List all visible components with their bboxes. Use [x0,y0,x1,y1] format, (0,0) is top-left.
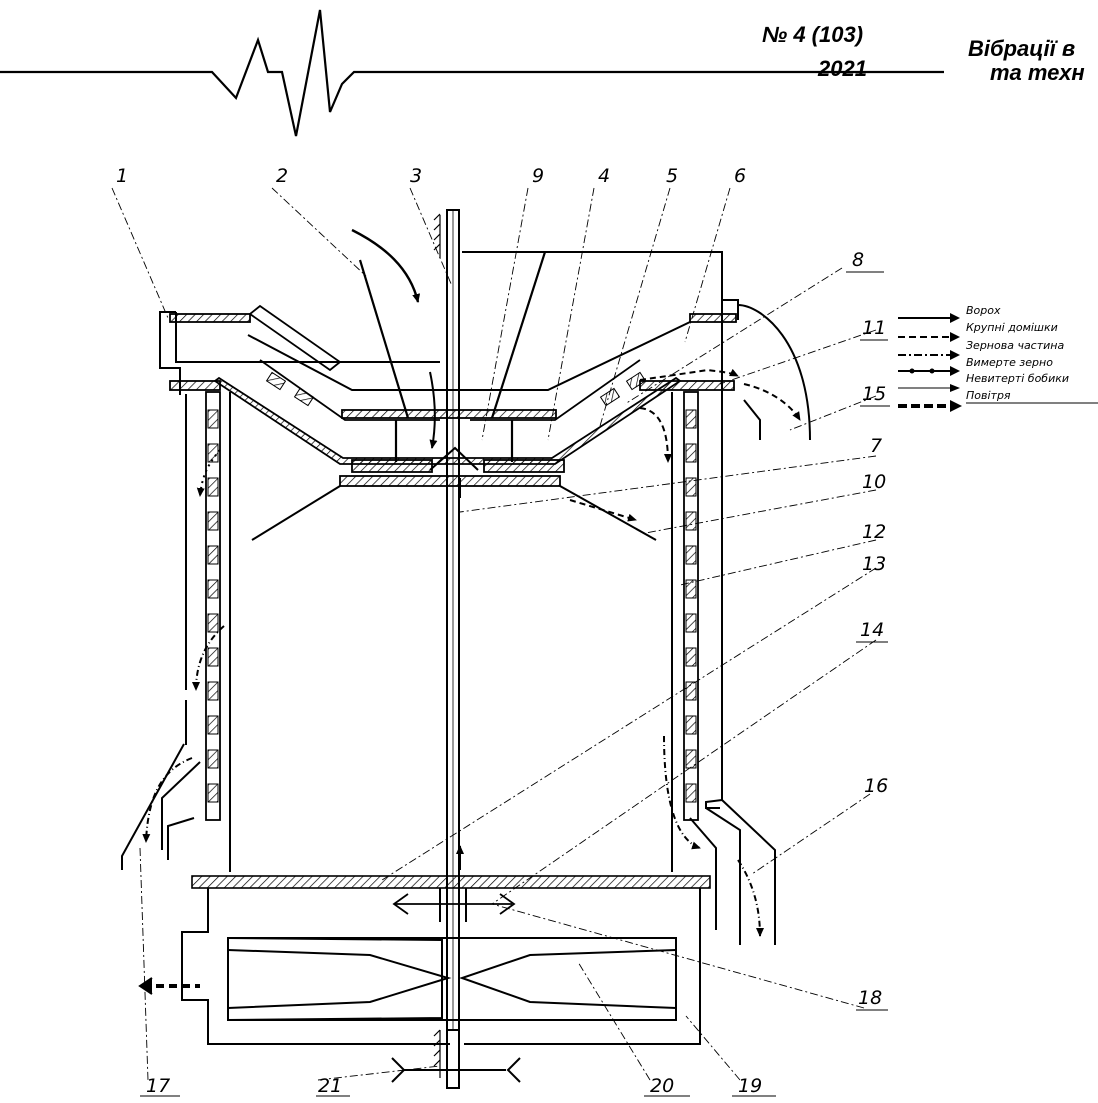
callout-11: 11 [862,317,886,339]
legend-item-grain-part: Зернова частина [898,339,1064,360]
callout-labels: 1 2 3 9 4 5 6 8 11 15 7 10 12 13 14 16 1… [116,165,888,1097]
legend-item-air: Повітря [898,389,1098,412]
journal-title-line1: Вібрації в [968,36,1076,61]
legend-item-vorokh: Ворох [898,304,1001,323]
legend-label: Зернова частина [966,339,1064,352]
legend-item-threshed-grain: Вимерте зерно [898,356,1053,376]
callout-20: 20 [650,1075,674,1097]
callout-13: 13 [862,553,886,575]
callout-5: 5 [666,165,678,187]
flow-arrows [142,228,801,937]
callout-3: 3 [410,165,422,187]
journal-title-line2: та техн [990,60,1085,85]
legend-label: Вимерте зерно [966,356,1053,369]
callout-17: 17 [146,1075,170,1097]
callout-9: 9 [532,165,544,187]
callout-underlines [140,271,890,1097]
issue-number: № 4 (103) [762,22,864,47]
callout-2: 2 [276,165,288,187]
callout-21: 21 [318,1075,342,1097]
legend-label: Повітря [966,389,1011,402]
sieve-cylinder [205,391,699,872]
callout-4: 4 [598,165,610,187]
header-rule [0,9,944,137]
callout-1: 1 [116,165,128,187]
callout-16: 16 [864,775,888,797]
callout-12: 12 [862,521,886,543]
legend-label: Невитерті бобики [966,372,1069,385]
callout-18: 18 [858,987,882,1009]
issue-year: 2021 [818,56,867,81]
legend-item-unthreshed-pods: Невитерті бобики [898,372,1069,392]
flow-legend: Ворох Крупні домішки Зернова частина Вим… [898,304,1098,412]
callout-19: 19 [738,1075,762,1097]
legend-label: Крупні домішки [966,321,1058,334]
fan-assembly [138,875,711,1045]
cone-assembly [169,251,737,541]
callout-6: 6 [734,165,746,187]
legend-label: Ворох [966,304,1001,317]
machine-body [121,251,811,945]
callout-15: 15 [862,383,886,405]
callout-10: 10 [862,471,886,493]
callout-14: 14 [860,619,884,641]
legend-item-coarse-impurities: Крупні домішки [898,321,1058,342]
shaft [391,209,521,1089]
callout-7: 7 [870,435,882,457]
callout-8: 8 [852,249,864,271]
leader-lines [111,187,877,1081]
